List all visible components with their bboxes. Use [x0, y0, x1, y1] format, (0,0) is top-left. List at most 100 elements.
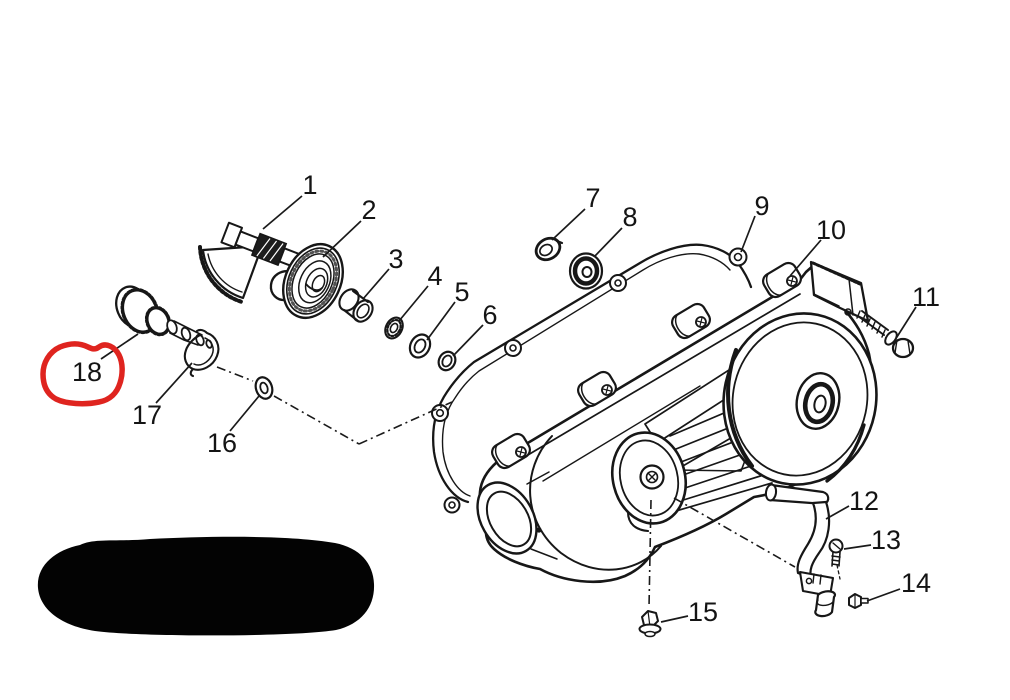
leader-line-16 [229, 395, 260, 432]
bolt-threads [856, 310, 886, 338]
leader-line-18 [100, 333, 139, 360]
seal-part-8 [568, 252, 604, 290]
clamp-slot [812, 573, 822, 585]
boss-body [577, 370, 617, 408]
cap-inner [539, 243, 553, 257]
boss-body [671, 302, 711, 340]
callout-number-16: 16 [207, 428, 237, 458]
hub-center [813, 394, 827, 414]
cover-screw-dot [536, 527, 542, 533]
bolt-part-14 [848, 593, 869, 609]
leader-line-11 [894, 306, 917, 341]
pinion [146, 307, 170, 335]
air-outlet-duct [476, 471, 558, 560]
boss-inner-ring [731, 321, 869, 477]
boss-body [491, 432, 531, 470]
washer-outer [254, 376, 274, 400]
callout-number-12: 12 [849, 486, 879, 516]
gear-teeth-texture [120, 287, 160, 335]
oring-inner [441, 354, 453, 368]
clutch-boss-circle [722, 312, 878, 486]
callout-number-2: 2 [361, 195, 376, 225]
shaft-step [180, 326, 192, 342]
washer-hole [413, 338, 427, 354]
snorkel-mesh-edge [811, 261, 862, 286]
red-highlight-circle [40, 341, 125, 407]
sector-gear-teeth [198, 245, 244, 304]
leader-line-12 [825, 505, 850, 520]
spring-inner-end [305, 283, 323, 291]
washer-outer [384, 316, 404, 340]
rim-shading-arc [825, 423, 866, 483]
hub-dark-ring [802, 381, 836, 425]
callout-number-6: 6 [482, 300, 497, 330]
bolt-head-facets [894, 339, 911, 355]
cover-panel-line [542, 385, 701, 482]
kick-shaft-boss [611, 431, 687, 533]
leader-line-9 [740, 215, 756, 253]
spring-coils [282, 243, 344, 319]
screw-cross [787, 276, 797, 286]
bolt-thread-shaft [831, 551, 841, 567]
mount-boss [671, 302, 711, 340]
gasket-ear [504, 339, 522, 357]
bolt-part-15 [638, 610, 662, 638]
leader-line-5 [426, 301, 456, 341]
sector-gear-rim [207, 253, 243, 293]
leader-line-10 [789, 239, 822, 277]
washer-hole [389, 322, 399, 334]
cap-part-7 [534, 236, 564, 262]
boss-lip [626, 510, 650, 533]
gasket-ear [443, 496, 461, 514]
rim-shading-arc [726, 348, 754, 468]
washer-hole [259, 381, 269, 395]
bolt-part-11 [856, 310, 915, 359]
bushing-side-lines [342, 289, 370, 323]
spiral-spring-part-2 [269, 243, 344, 319]
seal-dark-ring [572, 256, 600, 286]
callout-number-15: 15 [688, 597, 718, 627]
spring-ring [297, 260, 332, 304]
leader-line-14 [866, 588, 901, 602]
cvt-cover-part-10 [476, 260, 878, 584]
spring-ring [304, 267, 329, 298]
boss-end-line [580, 381, 599, 405]
gasket-ear-hole [614, 279, 622, 287]
lever-arm [796, 500, 831, 580]
gasket-ear-hole [435, 408, 445, 418]
mount-boss [762, 261, 802, 299]
leader-line-17 [155, 362, 193, 404]
snorkel-screw-hole [844, 308, 852, 316]
washer-spline-texture [386, 318, 402, 338]
clip-wire [183, 328, 220, 378]
gasket-ear-hole [448, 501, 456, 509]
gasket-ear [728, 247, 748, 267]
callout-number-8: 8 [622, 202, 637, 232]
snorkel-edge-line [813, 293, 840, 307]
callout-number-7: 7 [585, 183, 600, 213]
leader-line-13 [843, 544, 872, 550]
leader-line-1 [262, 195, 303, 230]
callout-number-5: 5 [454, 277, 469, 307]
leader-line-6 [452, 324, 484, 357]
gasket-bolt-ears [431, 247, 748, 514]
sector-gear [201, 244, 264, 300]
boss-body [762, 261, 802, 299]
leader-line-8 [593, 227, 623, 258]
gasket-ear [609, 274, 627, 292]
bolt-collar [644, 630, 656, 638]
callout-number-3: 3 [388, 244, 403, 274]
boss-end-line [765, 272, 784, 296]
rib-line [668, 482, 773, 514]
intake-snorkel [809, 260, 870, 323]
gasket-ear [431, 404, 449, 422]
axis-dash [273, 395, 360, 445]
washer-part-5 [408, 333, 432, 359]
leader-line-3 [362, 268, 390, 300]
shaft-end-inner [645, 470, 659, 484]
lever-pedal [814, 590, 837, 618]
snorkel-edge-line [848, 278, 854, 316]
bushing-bore [356, 303, 370, 319]
